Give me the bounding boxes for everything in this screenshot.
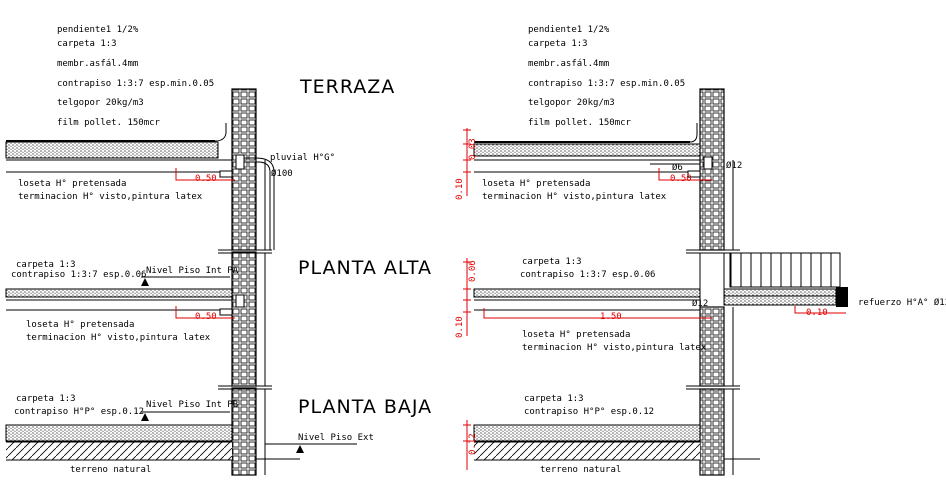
left-alta-slab xyxy=(5,288,245,316)
svg-text:Nivel Piso Ext: Nivel Piso Ext xyxy=(298,433,374,443)
right-baja-note-1: carpeta 1:3 xyxy=(524,394,584,404)
right-refuerzo-label: refuerzo H°A° Ø12 xyxy=(858,297,946,308)
right-terraza-slab-note-2: terminacion H° visto,pintura latex xyxy=(482,192,667,202)
left-dim-terraza: 0.50 xyxy=(195,174,217,184)
right-dim-terraza: 0.50 xyxy=(670,174,692,184)
left-wall-middle xyxy=(231,251,257,387)
svg-text:membr.asfál.4mm: membr.asfál.4mm xyxy=(57,59,138,69)
left-section: pluvial H°G° Ø100 0.50 pendiente1 1/2% c… xyxy=(5,25,374,476)
title-terraza: TERRAZA xyxy=(299,76,395,98)
right-bar-phi12: Ø12 xyxy=(726,160,742,171)
svg-text:Nivel Piso Int PA: Nivel Piso Int PA xyxy=(146,266,239,276)
svg-text:film pollet. 150mcr: film pollet. 150mcr xyxy=(57,118,161,128)
left-roof-notes: pendiente1 1/2% carpeta 1:3 membr.asfál.… xyxy=(57,25,214,128)
right-alta-slab xyxy=(473,287,848,311)
left-ground-slab xyxy=(5,424,233,442)
right-roof-slab xyxy=(473,123,713,178)
right-bar-alta-phi12: Ø12 xyxy=(692,298,708,309)
left-roof-slab xyxy=(5,123,245,178)
left-wall-lower xyxy=(231,387,257,476)
svg-text:contrapiso 1:3:7 esp.min.0.05: contrapiso 1:3:7 esp.min.0.05 xyxy=(528,79,685,89)
left-baja-note-1: carpeta 1:3 xyxy=(16,394,76,404)
left-ground-fill xyxy=(6,442,232,460)
svg-text:telgopor 20kg/m3: telgopor 20kg/m3 xyxy=(57,98,144,108)
right-bar-phi6: Ø6 xyxy=(672,162,683,173)
right-dim-baja-v: 0.12 xyxy=(468,433,478,455)
svg-text:Nivel Piso Int PB: Nivel Piso Int PB xyxy=(146,400,238,410)
right-balcony-railing xyxy=(729,252,841,288)
left-alta-note-2: contrapiso 1:3:7 esp.0.06 xyxy=(11,270,146,280)
right-dim-alta-v-b: 0.10 xyxy=(455,316,465,338)
left-baja-note-2: contrapiso H°P° esp.0.12 xyxy=(14,407,144,417)
right-alta-slab-note-1: loseta H° pretensada xyxy=(522,330,630,340)
svg-text:pendiente1 1/2%: pendiente1 1/2% xyxy=(528,25,610,35)
left-terraza-slab-note-2: terminacion H° visto,pintura latex xyxy=(18,192,203,202)
left-pluvial-label: pluvial H°G° xyxy=(270,153,335,163)
right-dim-alta-v-a: 0.06 xyxy=(468,260,478,282)
right-terraza-slab-note-1: loseta H° pretensada xyxy=(482,179,590,189)
left-alta-note-1: carpeta 1:3 xyxy=(16,260,76,270)
left-nivel-ext: Nivel Piso Ext xyxy=(256,433,374,460)
right-baja-note-2: contrapiso H°P° esp.0.12 xyxy=(524,407,654,417)
right-dim-terraza-v-a: 0.03 xyxy=(468,138,478,160)
left-dim-alta: 0.50 xyxy=(195,312,217,322)
svg-text:membr.asfál.4mm: membr.asfál.4mm xyxy=(528,59,609,69)
right-ground-slab xyxy=(473,424,701,442)
left-nivel-alta: Nivel Piso Int PA xyxy=(141,266,239,286)
svg-text:telgopor 20kg/m3: telgopor 20kg/m3 xyxy=(528,98,615,108)
right-ground-fill xyxy=(474,442,700,460)
right-dim-alta: 1.50 xyxy=(600,312,622,322)
right-dim-balcony: 0.10 xyxy=(806,308,828,318)
svg-text:carpeta 1:3: carpeta 1:3 xyxy=(57,39,117,49)
right-alta-note-1: carpeta 1:3 xyxy=(522,257,582,267)
right-alta-note-2: contrapiso 1:3:7 esp.0.06 xyxy=(520,270,655,280)
right-wall-middle xyxy=(699,306,725,387)
left-alta-slab-note-2: terminacion H° visto,pintura latex xyxy=(26,333,211,343)
left-pluvial-diam: Ø100 xyxy=(271,168,293,179)
right-section: Ø6 Ø12 0.50 0.03 0.10 pendiente1 1/2% ca… xyxy=(455,25,946,476)
svg-text:pendiente1 1/2%: pendiente1 1/2% xyxy=(57,25,139,35)
left-ground-label: terreno natural xyxy=(70,465,151,475)
title-planta-alta: PLANTA ALTA xyxy=(298,257,432,279)
right-ground-label: terreno natural xyxy=(540,465,621,475)
left-terraza-slab-note-1: loseta H° pretensada xyxy=(18,179,126,189)
right-dim-terraza-v-b: 0.10 xyxy=(455,178,465,200)
right-wall-lower xyxy=(699,388,725,476)
svg-text:contrapiso 1:3:7 esp.min.0.05: contrapiso 1:3:7 esp.min.0.05 xyxy=(57,79,214,89)
title-planta-baja: PLANTA BAJA xyxy=(298,396,432,418)
left-nivel-baja: Nivel Piso Int PB xyxy=(141,400,238,421)
right-roof-notes: pendiente1 1/2% carpeta 1:3 membr.asfál.… xyxy=(528,25,685,128)
svg-text:carpeta 1:3: carpeta 1:3 xyxy=(528,39,588,49)
left-pluvial-pipe xyxy=(244,161,271,250)
left-alta-slab-note-1: loseta H° pretensada xyxy=(26,320,134,330)
right-alta-slab-note-2: terminacion H° visto,pintura latex xyxy=(522,343,707,353)
svg-text:film pollet. 150mcr: film pollet. 150mcr xyxy=(528,118,632,128)
